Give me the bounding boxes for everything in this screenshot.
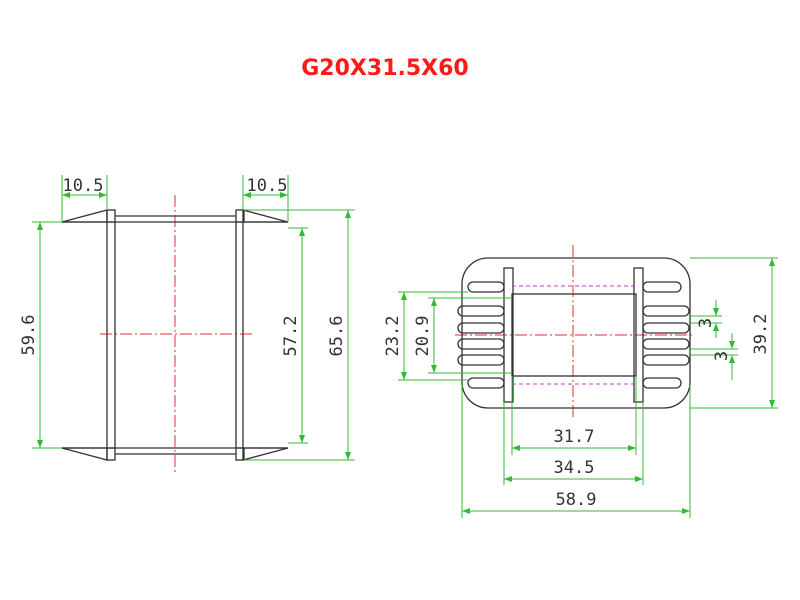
dim-height-winding: 57.2 — [281, 316, 301, 357]
dim-34-5: 34.5 — [554, 458, 595, 478]
dim-31-7: 31.7 — [554, 427, 595, 447]
dim-58-9: 58.9 — [556, 490, 597, 510]
dim-39-2: 39.2 — [751, 314, 771, 355]
dim-23-2: 23.2 — [383, 316, 403, 357]
dim-height-inner: 59.6 — [19, 315, 39, 356]
side-view: 10.5 10.5 59.6 57.2 65.6 — [19, 175, 355, 475]
dim-20-9: 20.9 — [413, 316, 433, 357]
dim-flange-left: 10.5 — [63, 176, 104, 196]
dim-pin-gap-upper: 3 — [696, 318, 716, 328]
dim-pin-gap-lower: 3 — [712, 351, 732, 361]
drawing-title: G20X31.5X60 — [301, 56, 469, 81]
dim-height-total: 65.6 — [327, 316, 347, 357]
dim-flange-right: 10.5 — [247, 176, 288, 196]
top-view: 23.2 20.9 3 3 39.2 — [383, 245, 778, 518]
